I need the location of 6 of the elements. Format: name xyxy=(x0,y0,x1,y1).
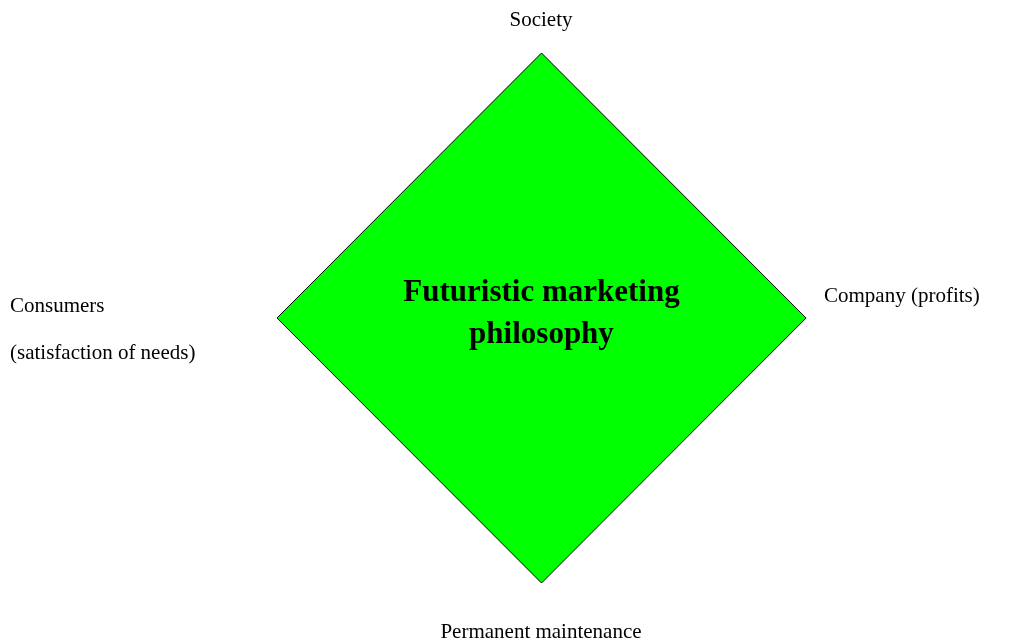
axis-label: Permanent maintenance xyxy=(440,620,642,644)
diamond-title: Futuristic marketing philosophy xyxy=(402,272,681,352)
axis-label: Society xyxy=(509,8,573,32)
axis-label: Consumers xyxy=(10,294,105,318)
axis-label: (satisfaction of needs) xyxy=(10,341,196,365)
axis-label: Company (profits) xyxy=(824,284,980,308)
